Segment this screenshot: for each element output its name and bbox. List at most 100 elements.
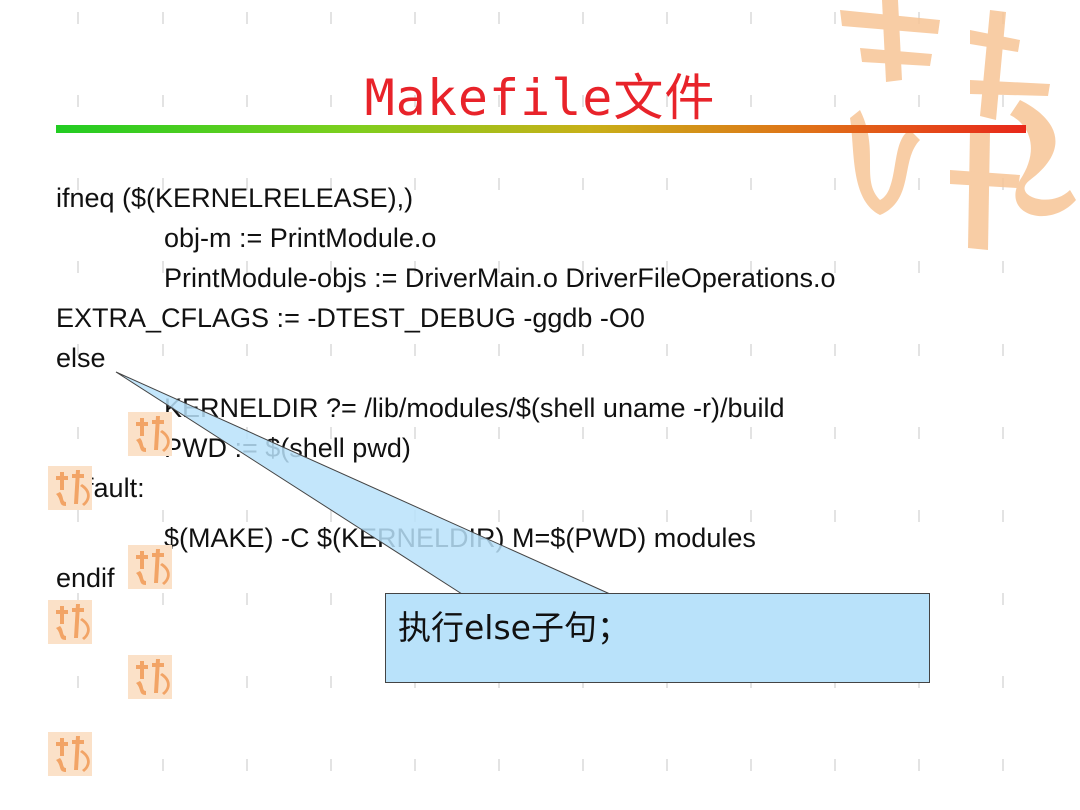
grid-dot [750, 261, 752, 273]
grid-dot [834, 12, 836, 24]
seal-decoration-icon [48, 466, 92, 510]
grid-dot [834, 510, 836, 522]
grid-dot [1002, 759, 1004, 771]
grid-dot [330, 593, 332, 605]
seal-decoration-icon [48, 600, 92, 644]
grid-dot [162, 759, 164, 771]
code-line-6: KERNELDIR ?= /lib/modules/$(shell uname … [164, 393, 785, 423]
grid-dot [414, 427, 416, 439]
code-line-1: ifneq ($(KERNELRELEASE),) [56, 183, 414, 213]
grid-dot [918, 344, 920, 356]
grid-dot [498, 427, 500, 439]
grid-dot [498, 261, 500, 273]
grid-dot [918, 178, 920, 190]
grid-dot [330, 510, 332, 522]
grid-dot [750, 178, 752, 190]
grid-dot [582, 178, 584, 190]
grid-dot [1002, 676, 1004, 688]
grid-dot [582, 510, 584, 522]
grid-dot [834, 759, 836, 771]
calligraphy-decoration-icon [840, 0, 1076, 250]
grid-dot [666, 510, 668, 522]
grid-dot [498, 95, 500, 107]
grid-dot [498, 12, 500, 24]
grid-dot [666, 759, 668, 771]
grid-dot [918, 427, 920, 439]
code-line-4: EXTRA_CFLAGS := -DTEST_DEBUG -ggdb -O0 [56, 303, 645, 333]
grid-dot [330, 759, 332, 771]
grid-dot [77, 676, 79, 688]
grid-dot [77, 12, 79, 24]
grid-dot [750, 95, 752, 107]
grid-dot [77, 344, 79, 356]
grid-dot [582, 344, 584, 356]
grid-dot [498, 178, 500, 190]
grid-dot [414, 178, 416, 190]
callout-box [385, 593, 930, 683]
grid-dot [750, 510, 752, 522]
grid-dot [582, 95, 584, 107]
grid-dot [246, 344, 248, 356]
grid-dot [666, 344, 668, 356]
grid-dot [330, 12, 332, 24]
grid-dot [666, 427, 668, 439]
grid-dot [666, 95, 668, 107]
seal-decoration-icon [128, 545, 172, 589]
grid-dot [162, 178, 164, 190]
grid-dot [498, 759, 500, 771]
slide-title: Makefile文件 [364, 69, 716, 127]
code-line-2: obj-m := PrintModule.o [164, 223, 437, 253]
grid-dot [330, 344, 332, 356]
grid-dot [918, 95, 920, 107]
grid-dot [414, 12, 416, 24]
grid-dot [246, 593, 248, 605]
title-underline-bar [56, 125, 1026, 133]
grid-dot [750, 12, 752, 24]
grid-dot [246, 261, 248, 273]
seal-decoration-icon [48, 732, 92, 776]
grid-dot [1002, 261, 1004, 273]
grid-dot [666, 12, 668, 24]
grid-dot [750, 759, 752, 771]
grid-dot [1002, 95, 1004, 107]
grid-dot [162, 510, 164, 522]
grid-dot [498, 344, 500, 356]
seal-decoration-icon [128, 655, 172, 699]
grid-dot [834, 178, 836, 190]
grid-dot [162, 344, 164, 356]
grid-dot [834, 344, 836, 356]
grid-dot [162, 95, 164, 107]
grid-dot [414, 261, 416, 273]
grid-dot [246, 178, 248, 190]
grid-dot [330, 427, 332, 439]
grid-dot [1002, 344, 1004, 356]
grid-dot [162, 593, 164, 605]
grid-dot [246, 676, 248, 688]
grid-dot [582, 427, 584, 439]
code-line-5: else [56, 343, 106, 373]
grid-dot [246, 95, 248, 107]
grid-dot [498, 510, 500, 522]
grid-dot [414, 344, 416, 356]
grid-dot [666, 261, 668, 273]
code-line-10: endif [56, 563, 115, 593]
grid-dot [834, 95, 836, 107]
grid-dot [582, 12, 584, 24]
grid-dot [330, 676, 332, 688]
grid-dot [330, 95, 332, 107]
grid-dot [246, 759, 248, 771]
grid-dot [1002, 593, 1004, 605]
grid-dot [330, 261, 332, 273]
code-line-3: PrintModule-objs := DriverMain.o DriverF… [164, 263, 836, 293]
grid-dot [414, 759, 416, 771]
grid-dot [246, 12, 248, 24]
grid-dot [1002, 510, 1004, 522]
grid-dot [162, 12, 164, 24]
grid-dot [582, 759, 584, 771]
grid-dot [582, 261, 584, 273]
grid-dot [77, 95, 79, 107]
grid-dot [918, 261, 920, 273]
grid-dot [246, 510, 248, 522]
